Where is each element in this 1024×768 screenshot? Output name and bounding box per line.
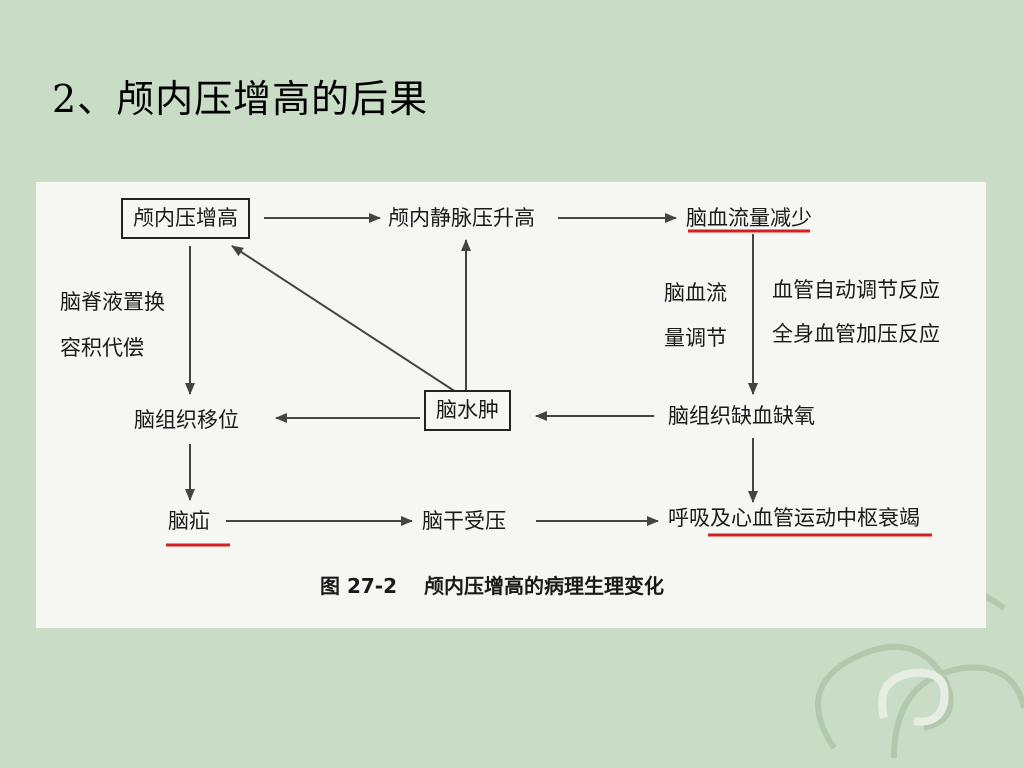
- node-venous-pressure-rise: 颅内静脉压升高: [388, 206, 535, 230]
- node-icp-increase: 颅内压增高: [121, 198, 250, 239]
- node-herniation: 脑疝: [168, 509, 210, 533]
- diagram-arrows: [166, 213, 932, 547]
- node-ischemia-hypoxia: 脑组织缺血缺氧: [668, 404, 815, 428]
- figure-caption-number: 图 27-2: [320, 574, 398, 598]
- node-center-failure: 呼吸及心血管运动中枢衰竭: [668, 506, 920, 530]
- pathophysiology-figure: 颅内压增高 颅内静脉压升高 脑血流量减少 脑脊液置换 容积代偿 脑血流 量调节 …: [36, 182, 986, 628]
- slide-title: 2、颅内压增高的后果: [52, 77, 429, 121]
- node-brainstem-compression: 脑干受压: [422, 509, 506, 533]
- node-csf-compensation-line1: 脑脊液置换: [60, 290, 165, 314]
- arrow-edema-to-icp: [231, 245, 457, 393]
- node-cbf-decrease: 脑血流量减少: [686, 206, 812, 230]
- node-systemic-pressor: 全身血管加压反应: [772, 322, 940, 346]
- node-autoregulation: 血管自动调节反应: [772, 278, 940, 302]
- node-csf-compensation-line2: 容积代偿: [60, 336, 144, 360]
- node-brain-shift: 脑组织移位: [134, 408, 239, 432]
- node-cbf-regulation-line2: 量调节: [664, 326, 727, 350]
- node-brain-edema: 脑水肿: [424, 390, 511, 431]
- node-cbf-regulation-line1: 脑血流: [664, 281, 727, 305]
- figure-caption-text: 颅内压增高的病理生理变化: [424, 574, 664, 598]
